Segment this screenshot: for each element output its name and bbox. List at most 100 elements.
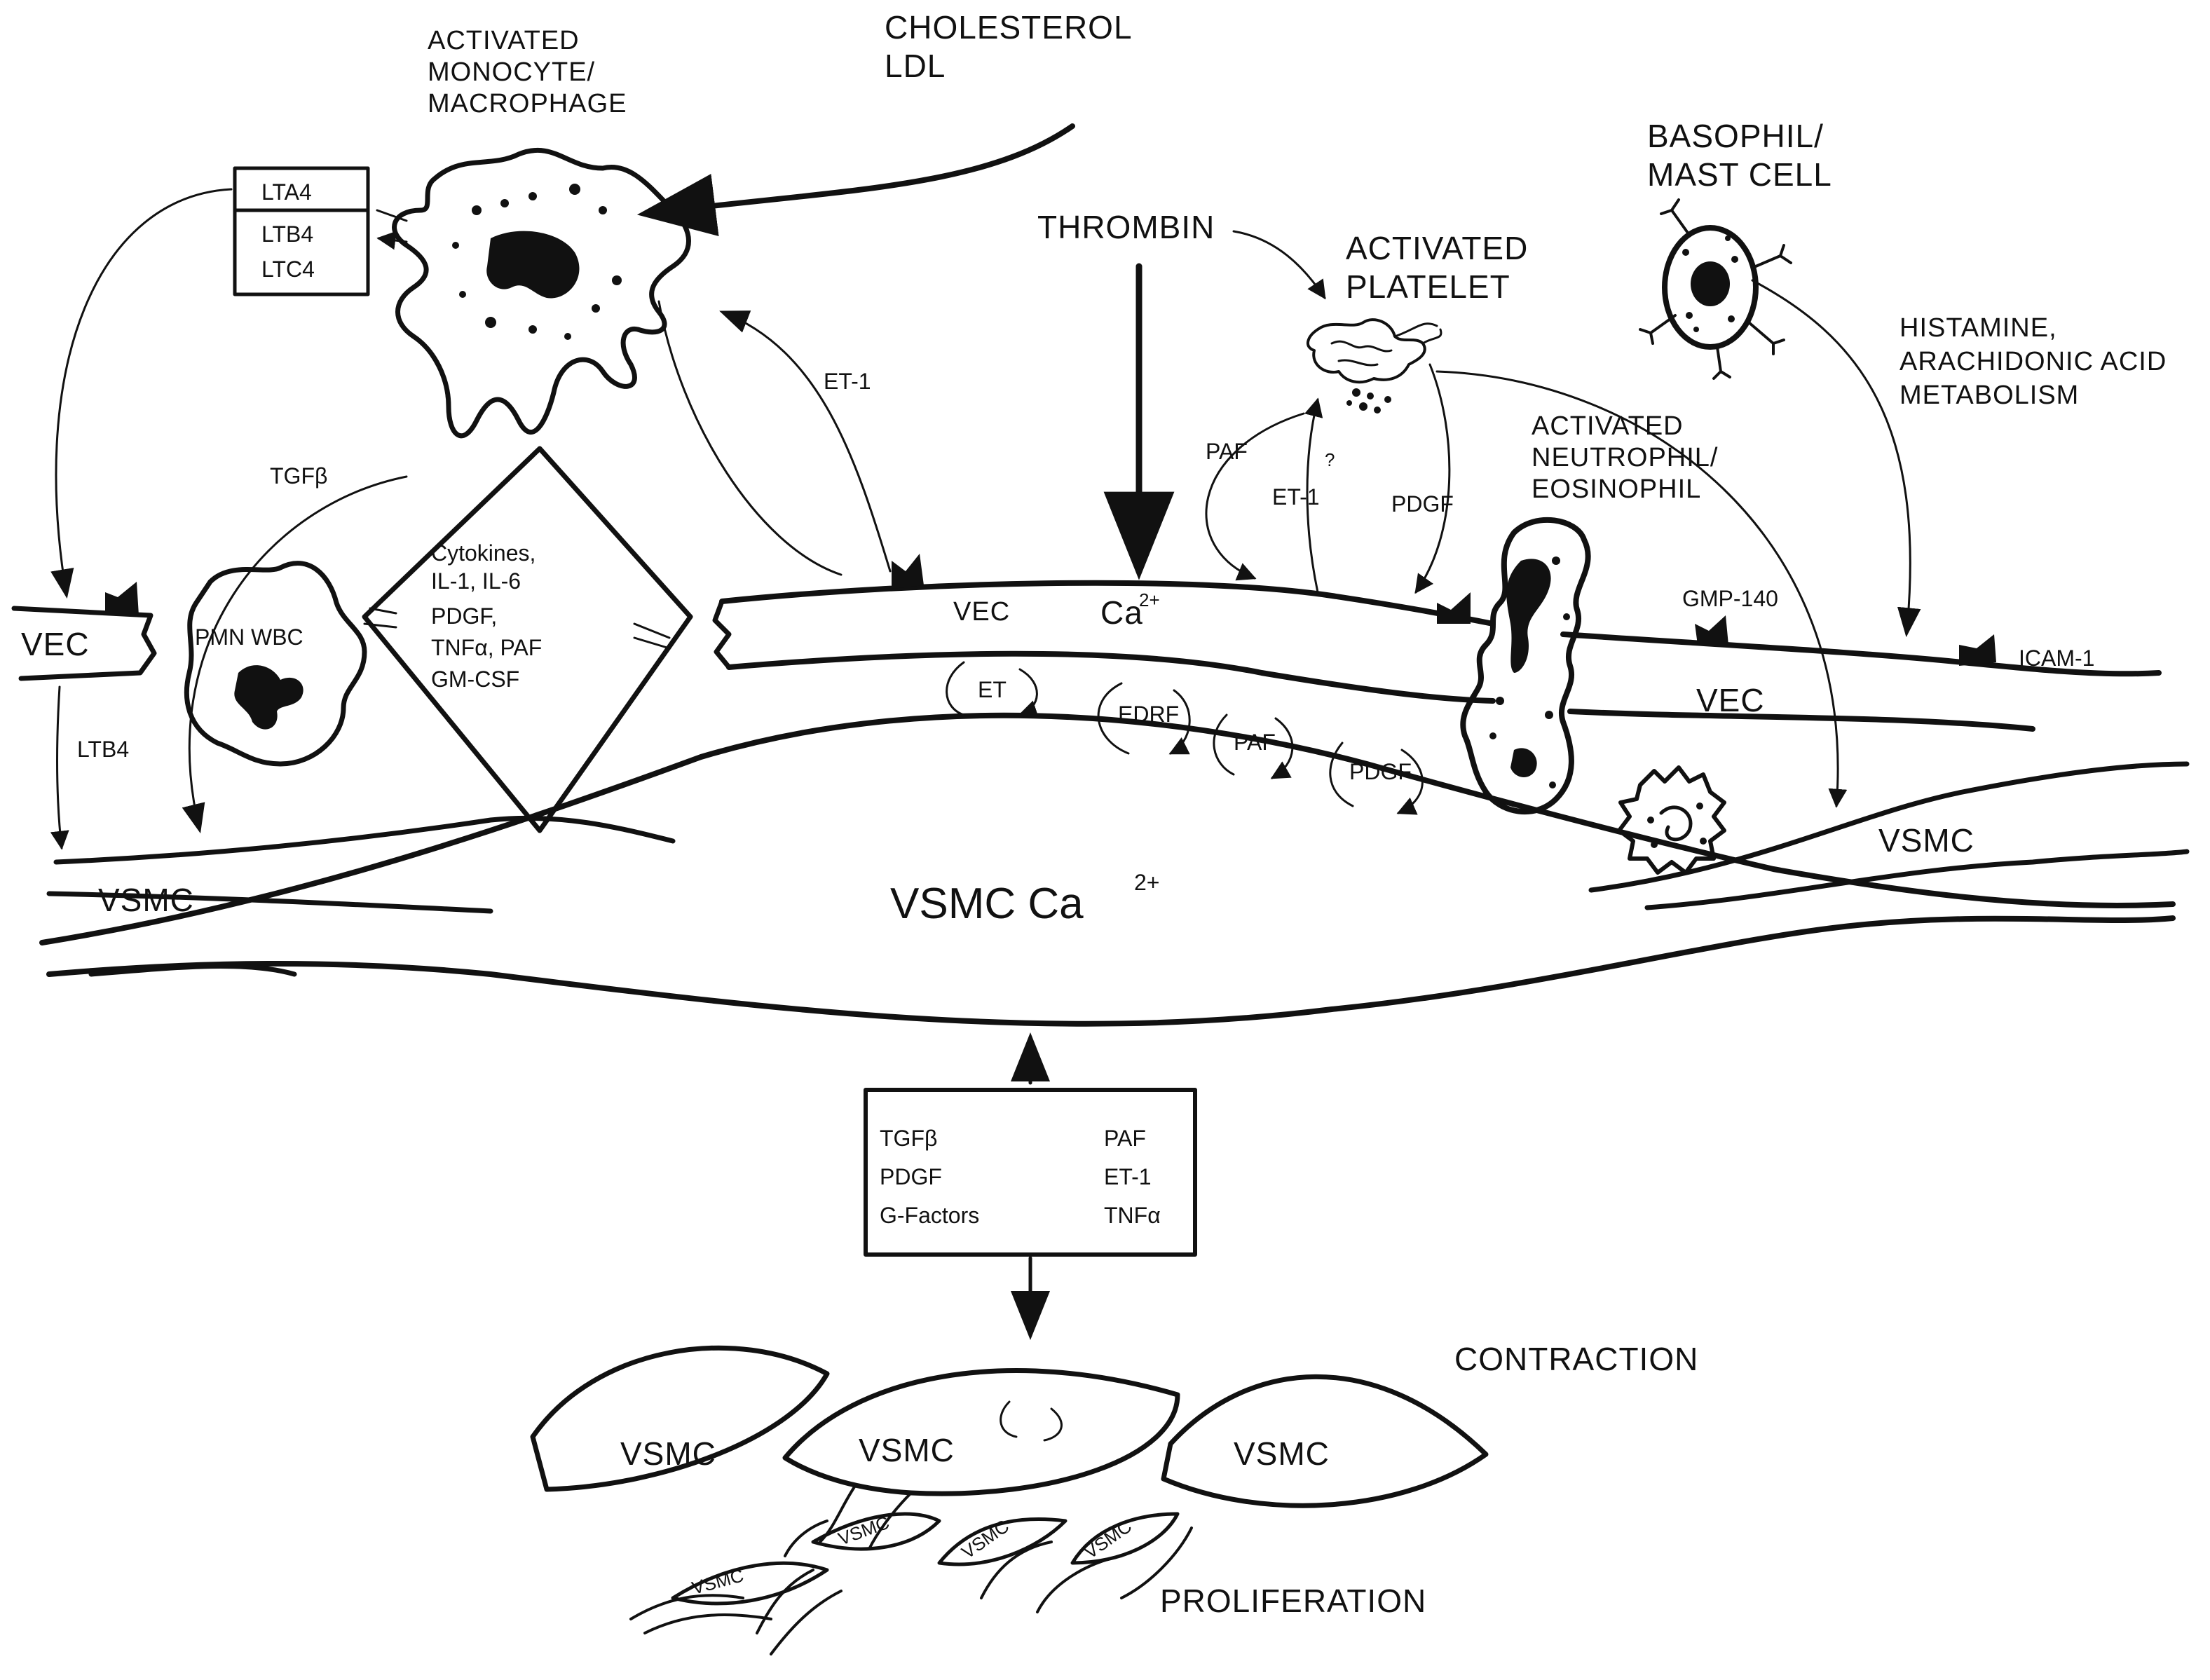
small-arrows-diamond (363, 607, 671, 650)
label-vsmc-right: VSMC (1878, 822, 1974, 859)
arrow-histamine (1751, 279, 1921, 638)
label-ltb4-arrow: LTB4 (77, 737, 129, 762)
arrow-et1-platelet (1304, 397, 1323, 594)
label-cytokines-4: TNFα, PAF (431, 635, 542, 660)
vsmc-cell-center (782, 1368, 1180, 1496)
vsmc-left-top (53, 815, 676, 865)
label-tgfb: TGFβ (270, 463, 327, 489)
arrow-lta4-to-vec (50, 188, 233, 599)
vec-right-bottom (1567, 709, 2035, 732)
label-neutrophil-3: EOSINOPHIL (1532, 474, 1701, 504)
receptor-icam1 (1959, 634, 1996, 666)
label-loop-pdgf: PDGF (1349, 759, 1412, 784)
arrow-pdgf (1414, 363, 1451, 594)
label-pmn: PMN WBC (195, 624, 303, 650)
label-vec-right: VEC (1696, 682, 1765, 718)
label-neutrophil-2: NEUTROPHIL/ (1532, 443, 1718, 472)
vsmc-right-bottom (1644, 849, 2190, 910)
arrows (50, 123, 1921, 1340)
vsmc-bottom-boundary (46, 915, 2176, 1027)
label-cytokines-2: IL-1, IL-6 (431, 568, 521, 594)
vsmc-right-top (1588, 761, 2190, 893)
label-cytokines-5: GM-CSF (431, 667, 519, 692)
vsmc-left-bottom (46, 891, 493, 914)
label-monocyte-2: MONOCYTE/ (428, 57, 595, 87)
label-factor-tgfb: TGFβ (880, 1126, 937, 1151)
loop-pdgf (1329, 742, 1424, 813)
label-loop-paf: PAF (1234, 730, 1276, 755)
vsmc-cell-left (530, 1345, 830, 1492)
receptor-pdgf (1437, 592, 1471, 624)
label-ca-mid-sup: 2+ (1139, 589, 1160, 610)
label-vsmc-left: VSMC (98, 882, 194, 918)
label-histamine-3: METABOLISM (1899, 381, 2079, 410)
label-monocyte-3: MACROPHAGE (428, 89, 627, 118)
arrow-paf (1205, 412, 1305, 581)
label-vec-mid: VEC (953, 597, 1010, 627)
label-vsmc-bottom-right: VSMC (1234, 1435, 1330, 1472)
vsmc-left-foot (88, 963, 297, 977)
label-ca-mid: Ca (1100, 594, 1143, 631)
arrow-et1-to-macrophage (719, 310, 892, 573)
cytokine-diamond (362, 446, 693, 833)
vsmc-top-boundary (39, 712, 2176, 945)
receptor-et1 (892, 554, 924, 589)
receptor-left (105, 582, 139, 615)
contraction-cluster (530, 1345, 1489, 1508)
receptor-gmp140 (1695, 615, 1728, 645)
label-et1-platelet: ET-1 (1272, 484, 1320, 510)
feedback-loops (946, 661, 1424, 813)
label-thrombin: THROMBIN (1037, 209, 1215, 245)
vec-middle-bottom (726, 650, 1496, 704)
neutrophil-cell (1460, 517, 1591, 815)
label-vsmc-small-4: VSMC (1080, 1515, 1135, 1563)
label-vec-left: VEC (21, 626, 90, 662)
label-factor-tnfa: TNFα (1104, 1203, 1161, 1228)
loop-paf (1213, 713, 1294, 778)
eosinophil-cell (1617, 765, 1726, 875)
label-cytokines-1: Cytokines, (431, 540, 536, 566)
label-vsmc-bottom-left: VSMC (620, 1435, 716, 1472)
vec-right-top (1560, 631, 2162, 677)
arrow-thrombin-platelet (1232, 230, 1326, 300)
label-monocyte-1: ACTIVATED (428, 26, 580, 55)
arrow-ltb4 (50, 685, 69, 850)
label-ltb4: LTB4 (261, 221, 313, 247)
vec-middle-top (719, 580, 1496, 627)
growth-factor-box (864, 1088, 1197, 1257)
label-ltc4: LTC4 (261, 257, 315, 282)
label-vsmc-small-1: VSMC (690, 1564, 746, 1598)
label-cytokines-3: PDGF, (431, 603, 497, 629)
label-loop-edrf: EDRF (1118, 702, 1179, 727)
label-neutrophil-1: ACTIVATED (1532, 411, 1684, 441)
proliferation-cluster (629, 1484, 1193, 1655)
vsmc-cell-right (1161, 1374, 1489, 1508)
loop-edrf (1097, 682, 1191, 753)
label-vsmc-center-sup: 2+ (1134, 870, 1159, 895)
label-factor-et1: ET-1 (1104, 1164, 1152, 1189)
label-cholesterol: CHOLESTEROL (885, 9, 1133, 46)
label-gmp140: GMP-140 (1682, 586, 1778, 611)
label-factor-paf: PAF (1104, 1126, 1146, 1151)
label-contraction: CONTRACTION (1454, 1341, 1698, 1377)
arrow-tgfb (182, 475, 408, 834)
line-macrophage-vec (657, 300, 843, 576)
platelet-cell (1307, 318, 1442, 414)
vessel-wall (11, 580, 2190, 1027)
label-et1-top: ET-1 (824, 369, 871, 394)
label-loop-et: ET (978, 677, 1007, 702)
label-vsmc-bottom-center: VSMC (859, 1432, 955, 1468)
basophil-cell (1639, 198, 1792, 380)
vec-middle-end (712, 599, 732, 670)
pmn-wbc-cell (184, 561, 367, 767)
label-factor-gfactors: G-Factors (880, 1203, 979, 1228)
label-ldl: LDL (885, 48, 946, 84)
label-basophil-2: MAST CELL (1647, 156, 1832, 193)
macrophage-cell (392, 148, 691, 439)
label-factor-pdgf: PDGF (880, 1164, 942, 1189)
arrow-platelet-to-vsmc (1435, 370, 1848, 808)
label-platelet-1: ACTIVATED (1346, 230, 1528, 266)
text-labels: ACTIVATED MONOCYTE/ MACROPHAGE CHOLESTER… (21, 9, 2166, 1619)
